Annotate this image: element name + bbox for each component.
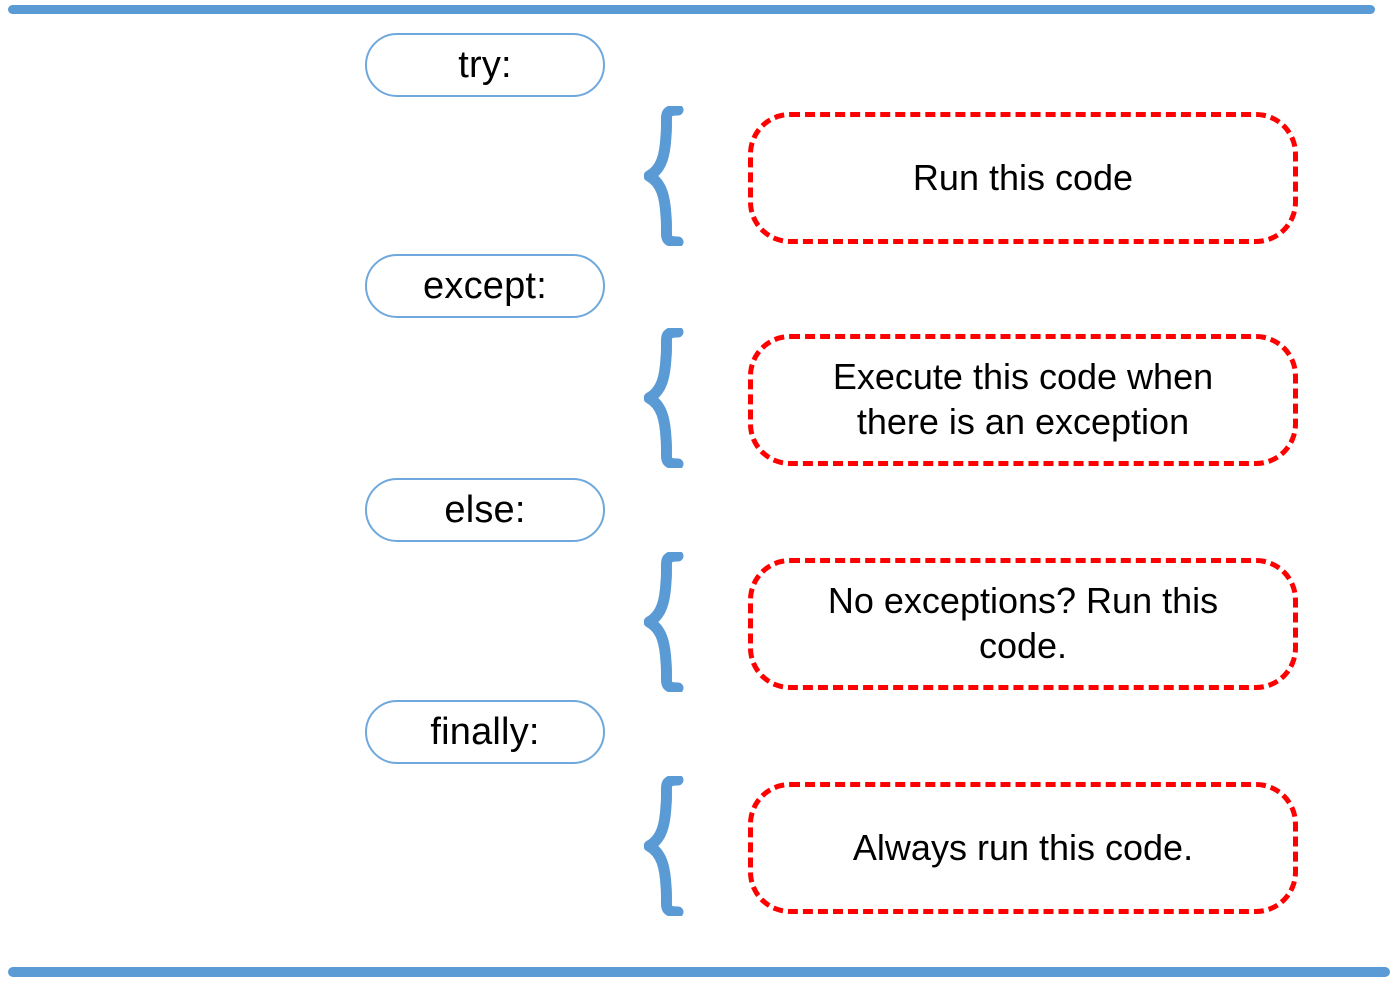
brace-try bbox=[644, 106, 686, 246]
keyword-pill-try: try: bbox=[365, 33, 605, 97]
brace-else bbox=[644, 552, 686, 692]
keyword-pill-finally: finally: bbox=[365, 700, 605, 764]
description-box-try: Run this code bbox=[748, 112, 1298, 244]
brace-except bbox=[644, 328, 686, 468]
keyword-label-else: else: bbox=[444, 489, 526, 531]
description-text-else: No exceptions? Run this code. bbox=[827, 580, 1219, 666]
keyword-label-try: try: bbox=[458, 44, 512, 86]
description-box-else: No exceptions? Run this code. bbox=[748, 558, 1298, 690]
bottom-rule bbox=[8, 967, 1390, 977]
keyword-label-except: except: bbox=[423, 265, 547, 307]
keyword-pill-except: except: bbox=[365, 254, 605, 318]
description-text-finally: Always run this code. bbox=[852, 826, 1194, 868]
description-box-finally: Always run this code. bbox=[748, 782, 1298, 914]
brace-finally bbox=[644, 776, 686, 916]
keyword-label-finally: finally: bbox=[430, 711, 540, 753]
description-box-except: Execute this code when there is an excep… bbox=[748, 334, 1298, 466]
top-rule bbox=[8, 5, 1375, 14]
keyword-pill-else: else: bbox=[365, 478, 605, 542]
description-text-try: Run this code bbox=[912, 156, 1134, 198]
description-text-except: Execute this code when there is an excep… bbox=[832, 356, 1214, 442]
